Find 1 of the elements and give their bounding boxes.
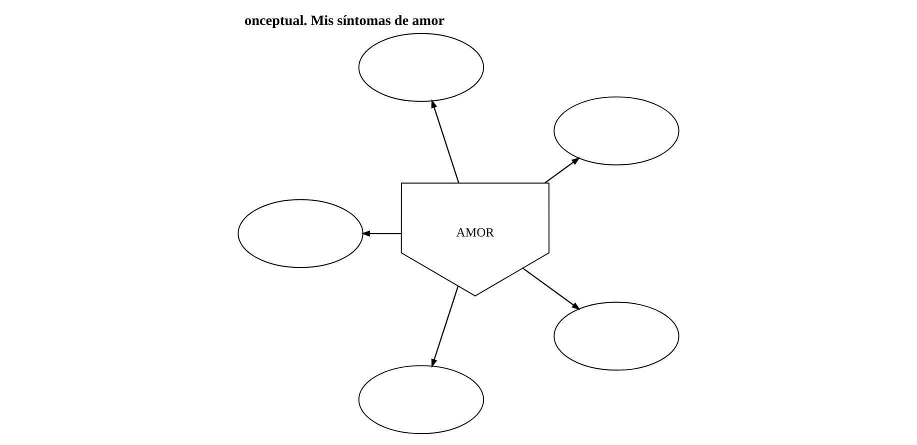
diagram-title: onceptual. Mis síntomas de amor — [244, 13, 445, 30]
